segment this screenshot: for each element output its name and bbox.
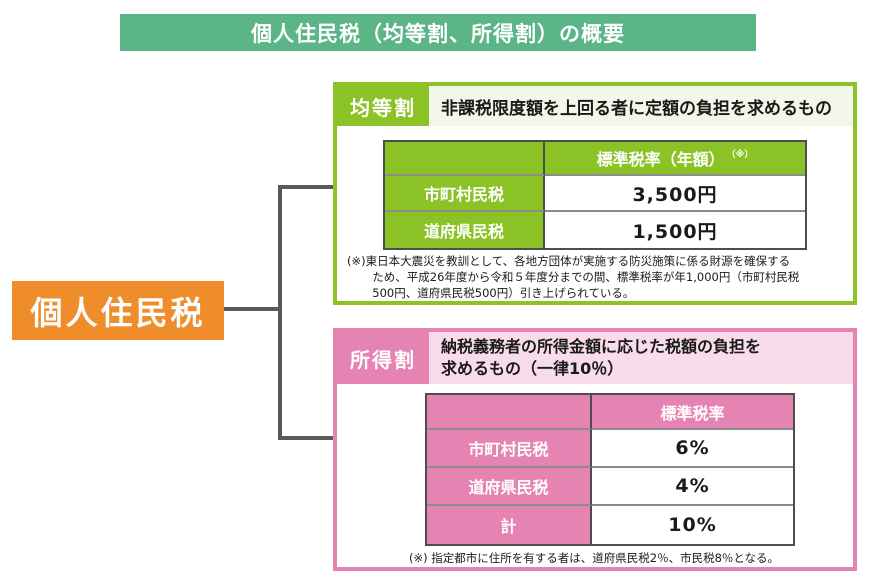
connector-branch-shotokuwari <box>282 436 333 440</box>
kintowari-table: 標準税率（年額）（※） 市町村民税 3,500円 道府県民税 1,500円 <box>383 140 807 250</box>
shotokuwari-row-value-dofuken: 4% <box>592 468 793 506</box>
shotokuwari-box: 所得割 納税義務者の所得金額に応じた税額の負担を 求めるもの（一律10％） 標準… <box>333 328 857 571</box>
root-node-kojin-juminzei: 個人住民税 <box>12 281 224 340</box>
kintowari-row-value-dofuken: 1,500円 <box>632 220 718 243</box>
shotokuwari-footnote: (※) 指定都市に住所を有する者は、道府県民税2％、市民税8％となる。 <box>409 551 780 565</box>
connector-branch-kintowari <box>282 185 333 189</box>
shotokuwari-table-col-header: 標準税率 <box>592 395 793 430</box>
kintowari-col-header-note: （※） <box>726 149 754 160</box>
kintowari-footnote: (※)東日本大震災を教訓として、各地方団体が実施する防災施策に係る財源を確保する… <box>347 254 800 301</box>
kintowari-header: 均等割 非課税限度額を上回る者に定額の負担を求めるもの <box>337 86 853 126</box>
shotokuwari-row-value-total: 10% <box>668 514 717 536</box>
kintowari-description: 非課税限度額を上回る者に定額の負担を求めるもの <box>429 86 853 126</box>
shotokuwari-header: 所得割 納税義務者の所得金額に応じた税額の負担を 求めるもの（一律10％） <box>337 332 853 384</box>
kintowari-row-label-shichoson: 市町村民税 <box>385 176 545 212</box>
kintowari-table-corner-cell <box>385 142 545 176</box>
kintowari-box: 均等割 非課税限度額を上回る者に定額の負担を求めるもの 標準税率（年額）（※） … <box>333 82 857 305</box>
kintowari-col-header-text: 標準税率（年額） <box>596 150 725 169</box>
shotokuwari-row-label-total: 計 <box>427 506 592 544</box>
connector-vertical-trunk <box>278 185 282 440</box>
connector-root-horizontal <box>224 307 278 311</box>
shotokuwari-label: 所得割 <box>337 332 429 384</box>
shotokuwari-row-label-shichoson: 市町村民税 <box>427 430 592 468</box>
kintowari-table-col-header: 標準税率（年額）（※） <box>545 142 805 176</box>
shotokuwari-row-value-shichoson: 6% <box>592 430 793 468</box>
kintowari-row-label-dofuken: 道府県民税 <box>385 212 545 248</box>
shotokuwari-description: 納税義務者の所得金額に応じた税額の負担を 求めるもの（一律10％） <box>429 332 853 384</box>
page-title: 個人住民税（均等割、所得割）の概要 <box>120 14 756 51</box>
shotokuwari-table: 標準税率 市町村民税 6% 道府県民税 4% 計 10% <box>425 393 795 546</box>
kintowari-label: 均等割 <box>337 86 429 126</box>
kintowari-row-value-shichoson: 3,500円 <box>545 176 805 212</box>
shotokuwari-table-corner-cell <box>427 395 592 430</box>
shotokuwari-row-label-dofuken: 道府県民税 <box>427 468 592 506</box>
